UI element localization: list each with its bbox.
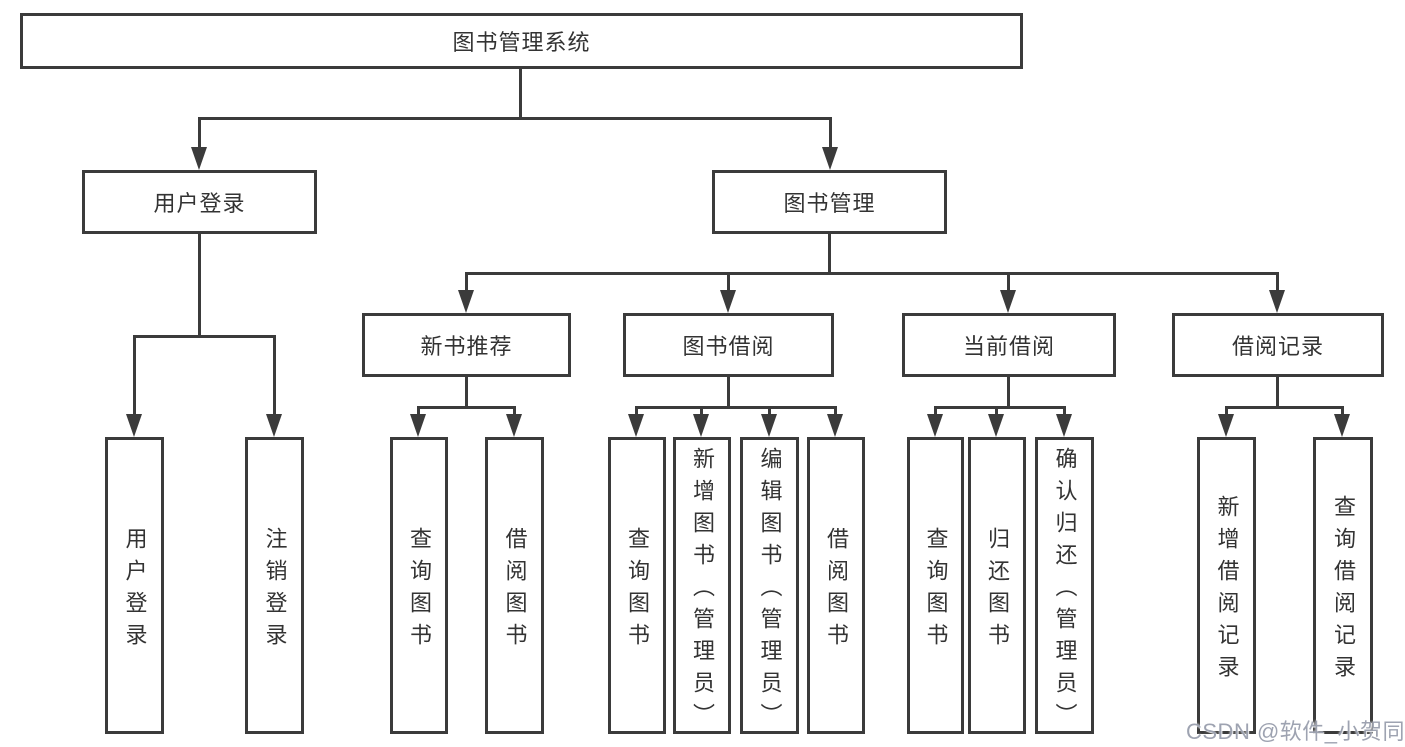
connector-line [465,272,468,290]
leaf-label: 新增借阅记录 [1214,494,1240,687]
connector-line [1341,406,1344,414]
leaf-confirm-return-admin: 确认归还（管理员） [1035,437,1094,735]
arrow-down-icon [761,414,777,437]
connector-line [273,335,276,414]
leaf-label: 归还图书 [985,526,1010,655]
leaf-label: 编辑图书（管理员） [757,446,783,735]
node-book-borrowing: 图书借阅 [623,313,834,377]
connector-line [995,406,998,414]
connector-line [635,406,837,409]
leaf-label: 查询图书 [923,526,949,655]
leaf-label: 借阅图书 [502,526,528,655]
arrow-down-icon [1056,414,1072,437]
node-label: 借阅记录 [1231,334,1324,359]
leaf-label: 确认归还（管理员） [1052,446,1078,735]
connector-line [1007,375,1010,407]
arrow-down-icon [458,290,474,313]
leaf-label: 查询借阅记录 [1331,494,1356,687]
node-label: 图书管理 [783,191,876,216]
arrow-down-icon [266,414,282,437]
connector-line [829,117,832,147]
leaf-query-borrow-record: 查询借阅记录 [1313,437,1373,734]
node-book-management: 图书管理 [712,170,947,234]
connector-line [934,406,937,414]
arrow-down-icon [191,147,207,170]
leaf-label: 借阅图书 [824,526,849,655]
arrow-down-icon [506,414,522,437]
arrow-down-icon [1000,290,1016,313]
leaf-edit-books-admin: 编辑图书（管理员） [740,437,799,735]
arrow-down-icon [1269,290,1285,313]
connector-line [1276,272,1279,290]
arrow-down-icon [628,414,644,437]
leaf-borrow-books: 借阅图书 [807,437,865,734]
leaf-add-books-admin: 新增图书（管理员） [673,437,731,735]
leaf-logout: 注销登录 [245,437,304,734]
arrow-down-icon [693,414,709,437]
connector-line [1225,406,1228,414]
node-label: 当前借阅 [962,334,1055,359]
node-borrowing-records: 借阅记录 [1172,313,1384,377]
connector-line [1225,406,1344,409]
connector-line [934,406,1066,409]
arrow-down-icon [927,414,943,437]
connector-line [700,406,703,414]
node-label: 图书管理系统 [452,30,591,55]
connector-line [465,375,468,407]
connector-line [198,232,201,336]
node-current-borrowing: 当前借阅 [902,313,1116,377]
leaf-return-books: 归还图书 [968,437,1026,734]
arrow-down-icon [988,414,1004,437]
node-label: 新书推荐 [420,334,513,359]
arrow-down-icon [410,414,426,437]
leaf-label: 查询图书 [625,526,650,655]
connector-line [1007,272,1010,290]
leaf-query-books: 查询图书 [608,437,666,734]
connector-line [133,335,136,414]
arrow-down-icon [822,147,838,170]
leaf-borrow-books: 借阅图书 [485,437,544,734]
node-label: 图书借阅 [682,334,775,359]
arrow-down-icon [1218,414,1234,437]
connector-line [768,406,771,414]
connector-line [834,406,837,414]
leaf-label: 新增图书（管理员） [690,446,715,735]
arrow-down-icon [126,414,142,437]
connector-line [519,68,522,118]
leaf-label: 用户登录 [122,526,148,655]
connector-line [198,117,201,147]
csdn-watermark: CSDN @软件_小贺同学 [1186,719,1405,744]
leaf-query-books: 查询图书 [907,437,964,734]
connector-line [828,232,831,273]
node-library-management-system: 图书管理系统 [20,13,1023,69]
connector-line [1276,375,1279,407]
leaf-user-login: 用户登录 [105,437,164,734]
leaf-label: 注销登录 [262,526,288,655]
connector-line [727,375,730,407]
connector-line [727,272,730,290]
leaf-query-books: 查询图书 [390,437,448,734]
connector-line [465,272,1279,275]
node-user-login: 用户登录 [82,170,317,234]
connector-line [635,406,638,414]
arrow-down-icon [1334,414,1350,437]
connector-line [417,406,516,409]
connector-line [198,117,832,120]
connector-line [417,406,420,414]
node-label: 用户登录 [153,191,246,216]
arrow-down-icon [720,290,736,313]
connector-line [133,335,276,338]
node-new-book-recommendation: 新书推荐 [362,313,571,377]
leaf-add-borrow-record: 新增借阅记录 [1197,437,1256,734]
connector-line [1063,406,1066,414]
leaf-label: 查询图书 [407,526,432,655]
connector-line [513,406,516,414]
arrow-down-icon [827,414,843,437]
